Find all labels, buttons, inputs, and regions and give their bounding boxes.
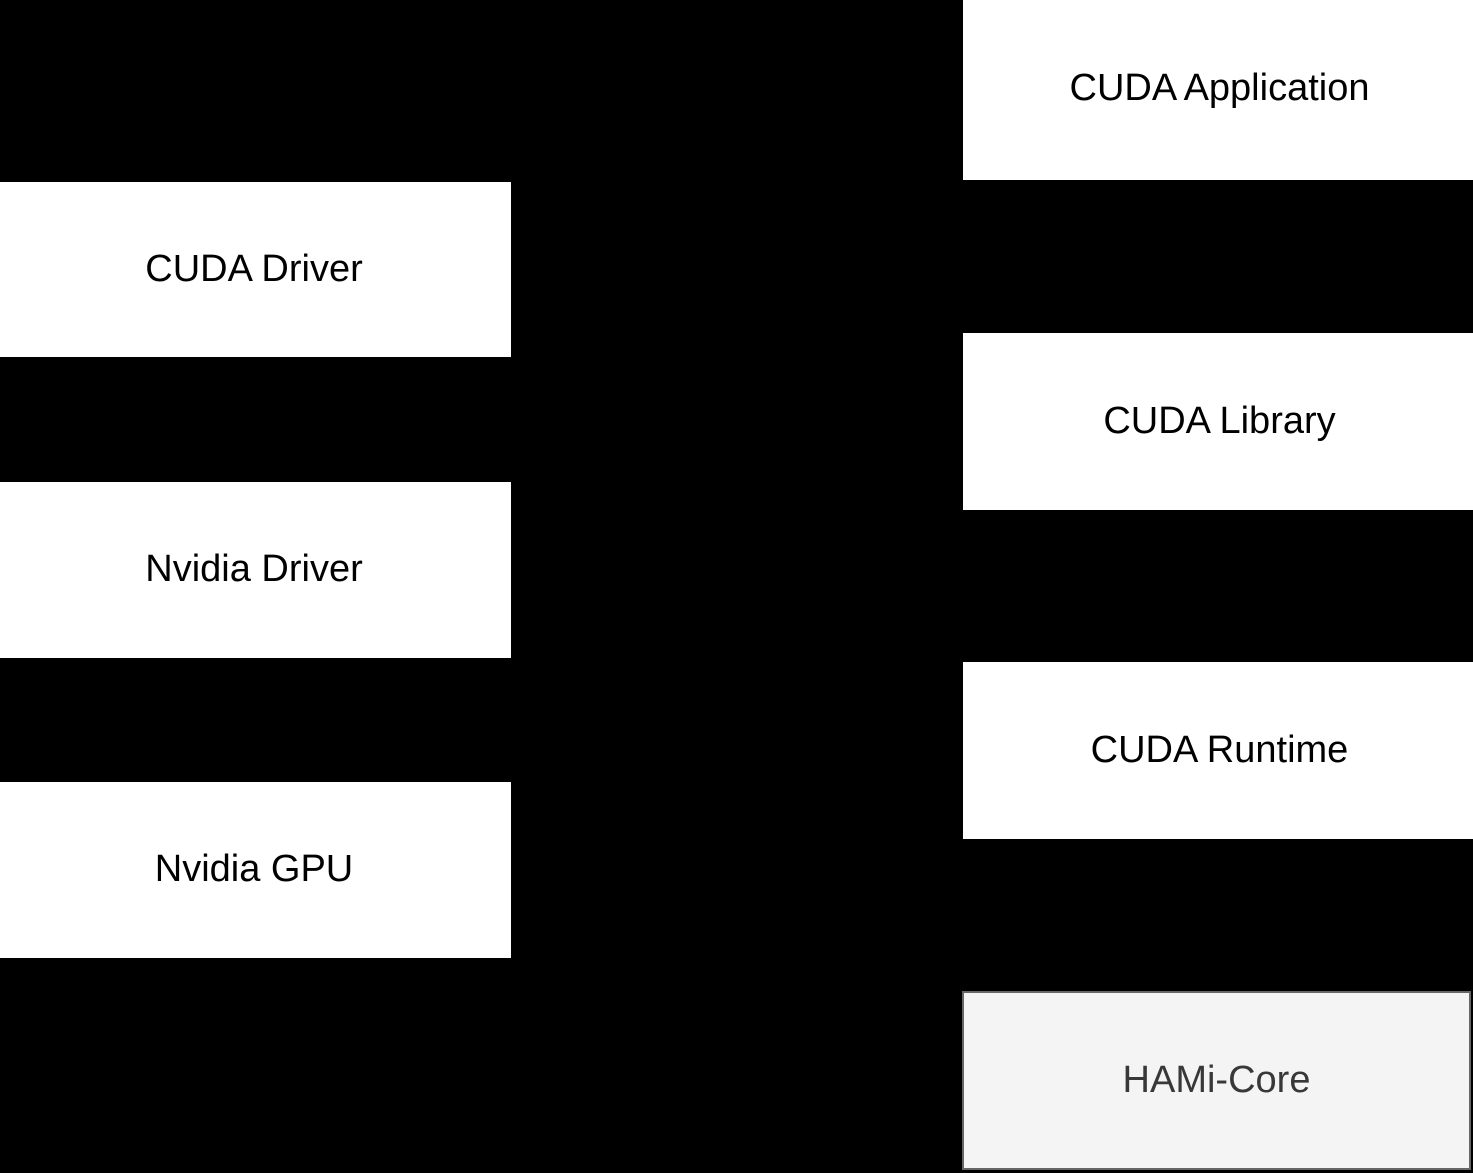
node-nvidia-driver-label: Nvidia Driver — [145, 548, 363, 591]
edge-nvidia-driver-to-nvidia-gpu — [255, 659, 257, 781]
edge-cuda-application-to-cuda-library — [1216, 180, 1218, 332]
node-nvidia-driver[interactable]: Nvidia Driver — [0, 481, 512, 659]
node-cuda-application[interactable]: CUDA Application — [962, 0, 1473, 181]
node-cuda-library[interactable]: CUDA Library — [962, 332, 1473, 511]
node-hami-core-label: HAMi-Core — [1122, 1058, 1311, 1101]
node-cuda-runtime[interactable]: CUDA Runtime — [962, 661, 1473, 840]
edge-cuda-runtime-to-hami-core — [1216, 840, 1218, 991]
edge-hami-core-to-cuda-driver — [512, 1080, 962, 1082]
node-cuda-runtime-label: CUDA Runtime — [1090, 728, 1349, 771]
node-cuda-driver-label: CUDA Driver — [145, 247, 363, 290]
node-cuda-application-label: CUDA Application — [1069, 66, 1370, 109]
node-cuda-driver[interactable]: CUDA Driver — [0, 181, 512, 358]
edge-cuda-driver-to-nvidia-driver — [255, 358, 257, 481]
node-nvidia-gpu[interactable]: Nvidia GPU — [0, 781, 512, 959]
edge-cuda-library-to-cuda-runtime — [1216, 510, 1218, 661]
node-cuda-library-label: CUDA Library — [1103, 399, 1336, 442]
node-nvidia-gpu-label: Nvidia GPU — [154, 848, 354, 891]
node-hami-core[interactable]: HAMi-Core — [962, 991, 1471, 1170]
